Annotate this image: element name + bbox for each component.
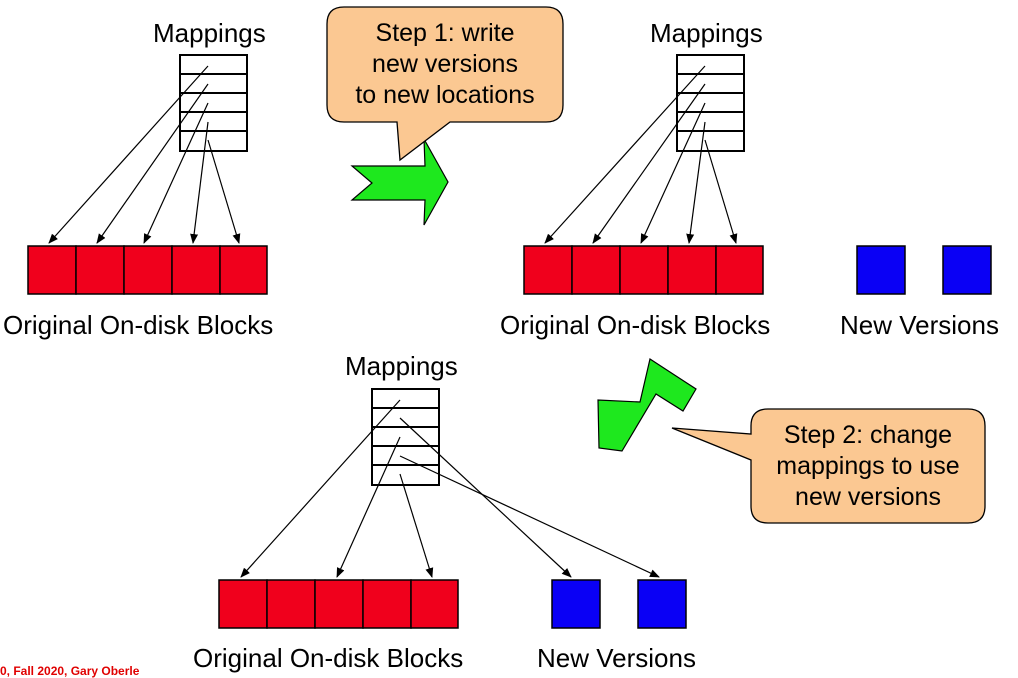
- top-right-mappings-title: Mappings: [650, 18, 763, 48]
- original-block: [123, 245, 173, 295]
- original-block: [571, 245, 621, 295]
- step2-line3: new versions: [795, 483, 941, 511]
- bottom-original-blocks: [218, 579, 459, 629]
- original-block: [75, 245, 125, 295]
- original-block: [523, 245, 573, 295]
- top-left-mappings-table: [179, 54, 248, 152]
- original-block: [171, 245, 221, 295]
- original-block: [314, 579, 364, 629]
- original-block: [266, 579, 316, 629]
- step2-green-arrow: [597, 358, 697, 452]
- footer-credit: 0, Fall 2020, Gary Oberle: [0, 664, 140, 678]
- top-right-new-versions-label: New Versions: [840, 310, 999, 340]
- original-block: [27, 245, 77, 295]
- step2-line2: mappings to use: [776, 452, 960, 480]
- top-right-mappings-table: [676, 54, 745, 152]
- top-right-mapping-pointers: [544, 65, 738, 244]
- step1-line3: to new locations: [355, 81, 535, 109]
- bottom-new-versions-label: New Versions: [537, 643, 696, 673]
- original-block: [218, 579, 268, 629]
- bottom-mapping-pointers: [240, 399, 660, 578]
- original-block: [219, 245, 268, 295]
- step1-callout-bubble: [326, 6, 564, 162]
- new-version-block: [942, 245, 992, 295]
- step1-line1: Step 1: write: [375, 19, 515, 47]
- top-right-blocks-label: Original On-disk Blocks: [500, 310, 771, 340]
- top-left-blocks-label: Original On-disk Blocks: [3, 310, 274, 340]
- new-version-block: [637, 579, 687, 629]
- new-version-block: [551, 579, 601, 629]
- top-right-original-blocks: [523, 245, 764, 295]
- step1-green-arrow: [350, 138, 449, 226]
- bottom-mappings-title: Mappings: [345, 351, 458, 381]
- step2-callout-text: Step 2: change mappings to use new versi…: [751, 420, 985, 513]
- top-left-original-blocks: [27, 245, 268, 295]
- bottom-blocks-label: Original On-disk Blocks: [193, 643, 464, 673]
- step2-callout-bubble: [671, 408, 986, 524]
- top-left-mappings-title: Mappings: [153, 18, 266, 48]
- original-block: [362, 579, 412, 629]
- original-block: [410, 579, 459, 629]
- step2-line1: Step 2: change: [783, 421, 953, 449]
- bottom-new-blocks: [551, 579, 687, 629]
- top-right-new-blocks: [856, 245, 992, 295]
- new-version-block: [856, 245, 906, 295]
- bottom-mappings-table: [371, 388, 440, 486]
- step1-line2: new versions: [372, 50, 518, 78]
- original-block: [667, 245, 717, 295]
- top-left-mapping-pointers: [48, 65, 241, 244]
- step1-callout-text: Step 1: write new versions to new locati…: [327, 18, 563, 111]
- original-block: [619, 245, 669, 295]
- original-block: [715, 245, 764, 295]
